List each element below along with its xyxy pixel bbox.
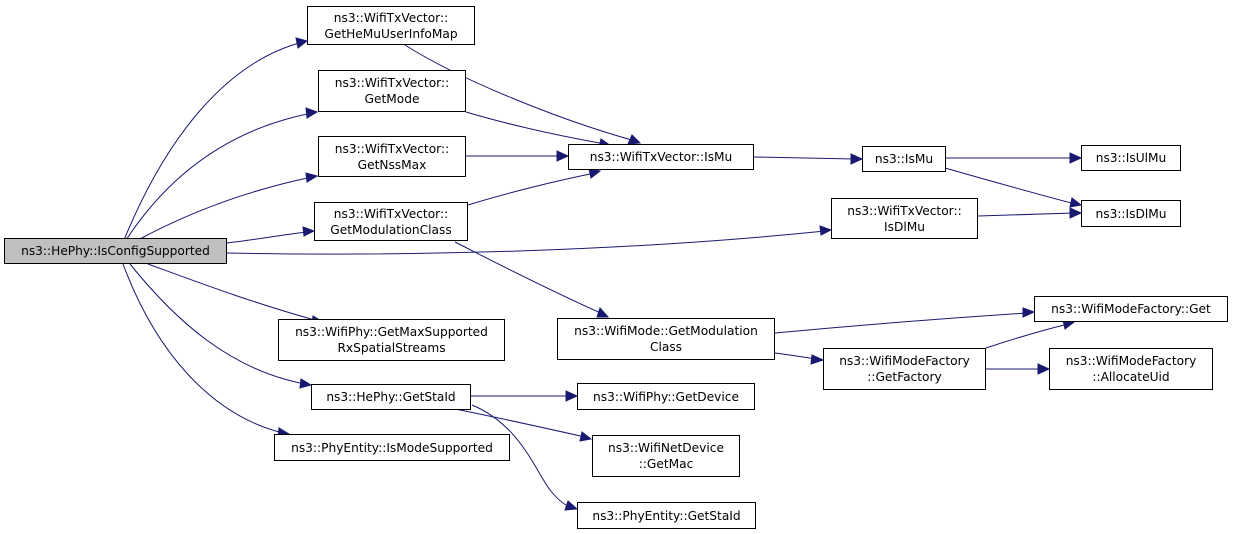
node-ns3-is-ul-mu[interactable]: ns3::IsUlMu <box>1081 145 1181 171</box>
node-label-line-1: ns3::WifiModeFactory::Get <box>1051 302 1211 316</box>
node-get-hemu-user-info-map[interactable]: ns3::WifiTxVector::GetHeMuUserInfoMap <box>307 6 475 45</box>
node-label-line-2: GetNssMax <box>357 157 427 172</box>
arrowhead-txisdlmu-to-isdlmu <box>1069 207 1083 219</box>
edge-root-to-getmode <box>125 112 313 241</box>
node-wifimodefactory-allocate-uid[interactable]: ns3::WifiModeFactory::AllocateUid <box>1049 348 1213 390</box>
edge-root-to-getmodclass <box>226 231 307 244</box>
node-label-line-1: ns3::WifiNetDevice <box>608 441 724 455</box>
node-wifimodefactory-get-factory[interactable]: ns3::WifiModeFactory::GetFactory <box>823 348 986 390</box>
arrowhead-getmodclass-to-ismu <box>588 168 602 179</box>
node-get-nss-max[interactable]: ns3::WifiTxVector::GetNssMax <box>318 136 466 177</box>
node-label-line-1: ns3::WifiTxVector:: <box>847 203 962 218</box>
node-label-line-2: ::GetFactory <box>867 370 942 384</box>
arrowhead-root-to-getmodclass <box>302 226 316 237</box>
arrowhead-root-to-hestaid <box>299 378 313 389</box>
arrowhead-hestaid-to-getmac <box>579 431 593 442</box>
node-label-line-1: ns3::WifiTxVector:: <box>333 206 449 221</box>
node-label-line-1: ns3::IsDlMu <box>1095 206 1167 221</box>
arrowhead-root-to-hemu <box>295 37 309 49</box>
node-label-line-1: ns3::WifiMode::GetModulation <box>574 324 758 338</box>
node-label-line-1: ns3::HePhy::GetStaId <box>326 390 456 404</box>
edge-root-to-hemu <box>123 41 304 241</box>
edge-hestaid-to-pestaid <box>471 404 571 508</box>
node-label-line-2: GetMode <box>364 92 420 106</box>
node-label-line-1: ns3::WifiModeFactory <box>839 354 970 368</box>
edge-mfgetfactory-to-mfget <box>985 323 1069 349</box>
edge-getmodclass-to-modeclass <box>454 241 604 315</box>
node-label-line-2: IsDlMu <box>884 219 925 234</box>
edge-hemu-to-ismu <box>404 44 636 142</box>
node-root-isconfigsupported: ns3::HePhy::IsConfigSupported <box>4 238 227 264</box>
node-wifinetdevice-get-mac[interactable]: ns3::WifiNetDevice::GetMac <box>592 435 740 477</box>
node-label-line-2: ::AllocateUid <box>1092 370 1170 384</box>
arrowhead-getnss-to-ismu <box>556 150 570 162</box>
node-label-line-1: ns3::IsUlMu <box>1095 151 1167 165</box>
node-label-line-2: ::GetMac <box>638 457 694 471</box>
edge-root-to-txisdlmu <box>226 230 826 255</box>
node-get-modulation-class[interactable]: ns3::WifiTxVector::GetModulationClass <box>314 202 468 241</box>
arrowhead-mfgetfactory-to-mfalloc <box>1037 363 1051 375</box>
arrowhead-modeclass-to-mfgetfactory <box>810 354 825 365</box>
edge-modeclass-to-mfgetfactory <box>774 352 817 360</box>
edge-root-to-modesupported <box>122 263 284 434</box>
node-label-line-2: GetModulationClass <box>330 222 452 237</box>
node-label-line-1: ns3::WifiTxVector:: <box>333 10 449 25</box>
node-hephy-get-sta-id[interactable]: ns3::HePhy::GetStaId <box>311 384 471 410</box>
edge-getmode-to-ismu <box>465 111 606 145</box>
edge-root-to-getnss <box>137 176 313 241</box>
node-label-line-2: GetHeMuUserInfoMap <box>324 26 458 41</box>
node-label-line-1: ns3::HePhy::IsConfigSupported <box>21 244 210 258</box>
arrowhead-root-to-txisdlmu <box>819 225 833 236</box>
node-label-line-1: ns3::WifiTxVector:: <box>334 141 450 156</box>
node-label-line-1: ns3::WifiModeFactory <box>1065 354 1197 368</box>
arrowhead-root-to-getnss <box>305 172 319 183</box>
node-ns3-is-dl-mu[interactable]: ns3::IsDlMu <box>1081 200 1181 227</box>
node-get-mode[interactable]: ns3::WifiTxVector::GetMode <box>318 70 466 112</box>
node-txvector-is-mu[interactable]: ns3::WifiTxVector::IsMu <box>568 144 754 170</box>
arrowhead-hestaid-to-getdevice <box>565 390 579 402</box>
edge-root-to-hestaid <box>129 263 306 385</box>
arrowhead-hestaid-to-pestaid <box>564 500 579 511</box>
node-label-line-2: RxSpatialStreams <box>337 341 446 355</box>
edge-root-to-maxrx <box>147 263 319 322</box>
edge-ismu-to-ns3ismu <box>753 156 856 160</box>
node-label-line-1: ns3::WifiPhy::GetMaxSupported <box>295 325 488 339</box>
arrowhead-root-to-getmode <box>305 107 319 119</box>
node-wifiphy-get-device[interactable]: ns3::WifiPhy::GetDevice <box>577 383 755 410</box>
edge-getmodclass-to-ismu <box>467 172 596 206</box>
node-label-line-1: ns3::IsMu <box>874 152 934 166</box>
arrowhead-hemu-to-ismu <box>627 134 642 145</box>
node-label-line-1: ns3::PhyEntity::IsModeSupported <box>291 440 493 455</box>
arrowhead-ns3ismu-to-isulmu <box>1069 152 1083 164</box>
arrowhead-ns3ismu-to-isdlmu <box>1069 197 1083 208</box>
node-wifimodefactory-get[interactable]: ns3::WifiModeFactory::Get <box>1034 296 1228 322</box>
node-label-line-1: ns3::WifiPhy::GetDevice <box>593 389 739 404</box>
node-txvector-is-dl-mu[interactable]: ns3::WifiTxVector::IsDlMu <box>831 198 978 239</box>
node-label-line-1: ns3::PhyEntity::GetStaId <box>592 508 741 523</box>
node-label-line-2: Class <box>649 340 683 354</box>
node-phyentity-get-sta-id[interactable]: ns3::PhyEntity::GetStaId <box>577 502 756 529</box>
node-label-line-1: ns3::WifiTxVector:: <box>334 76 450 90</box>
edge-hestaid-to-getmac <box>449 407 586 438</box>
node-label-line-1: ns3::WifiTxVector::IsMu <box>589 150 733 164</box>
arrowhead-getmodclass-to-modeclass <box>596 307 610 318</box>
arrowhead-modeclass-to-mfget <box>1022 307 1036 318</box>
node-phyentity-is-mode-supported[interactable]: ns3::PhyEntity::IsModeSupported <box>274 434 510 461</box>
edge-ns3ismu-to-isdlmu <box>944 167 1076 205</box>
node-ns3-is-mu[interactable]: ns3::IsMu <box>862 146 946 172</box>
edge-txisdlmu-to-isdlmu <box>977 212 1075 217</box>
arrowhead-ismu-to-ns3ismu <box>850 153 864 165</box>
edge-modeclass-to-mfget <box>774 312 1028 334</box>
